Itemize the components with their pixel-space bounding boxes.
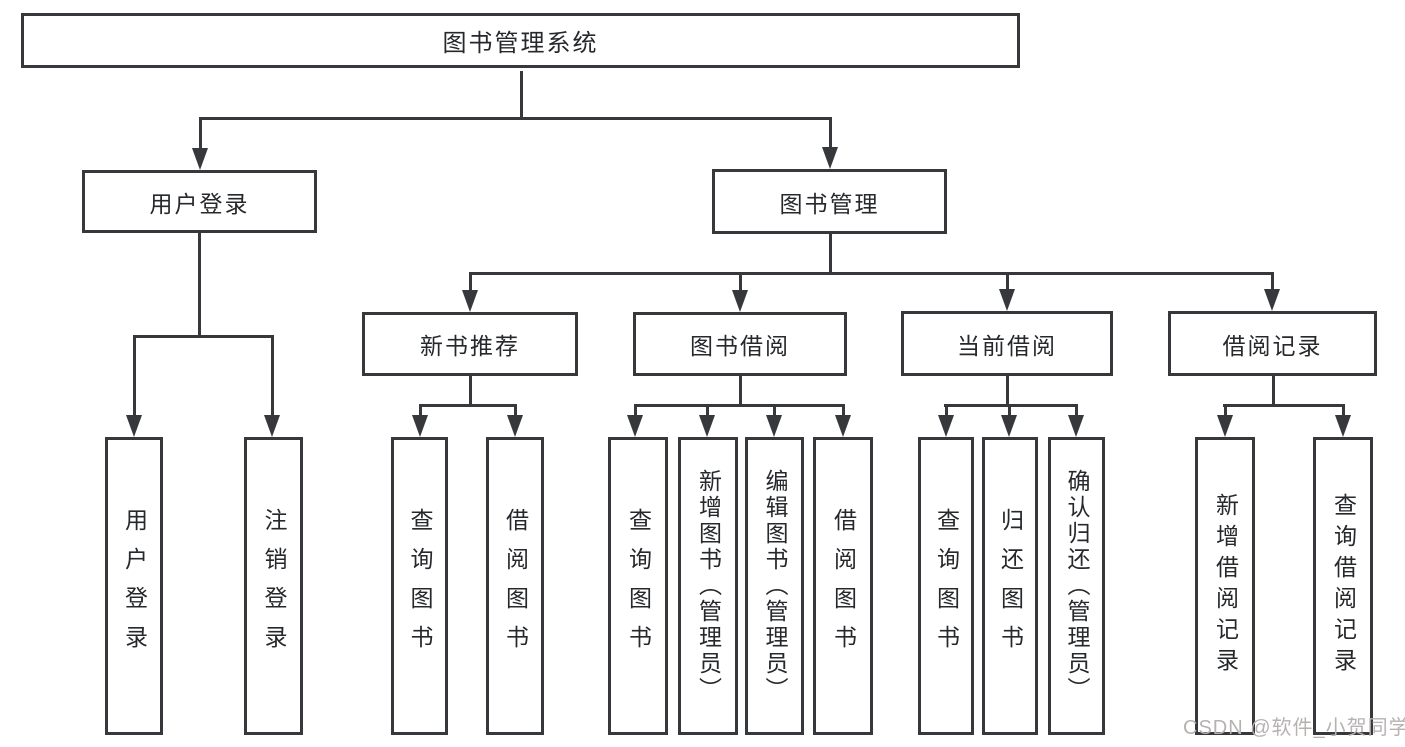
connector-drop-new-book bbox=[469, 272, 472, 292]
node-label: 新增借阅记录 bbox=[1212, 493, 1239, 679]
leaf-bb-borrow-books: 借阅图书 bbox=[813, 437, 873, 735]
node-root-library-management-system: 图书管理系统 bbox=[21, 13, 1020, 68]
connector-user-login-bar bbox=[133, 335, 274, 338]
node-label: 图书管理系统 bbox=[442, 30, 599, 57]
connector-drop-login-leaf bbox=[133, 335, 136, 417]
arrow-down-icon bbox=[192, 148, 208, 170]
node-label: 编辑图书（管理员） bbox=[762, 469, 788, 703]
connector-bb-bar bbox=[634, 404, 844, 407]
leaf-nbr-borrow-books: 借阅图书 bbox=[486, 437, 544, 735]
connector-nbr-bar bbox=[419, 404, 517, 407]
node-label: 当前借阅 bbox=[957, 332, 1057, 359]
node-label: 图书管理 bbox=[779, 190, 880, 217]
node-user-login: 用户登录 bbox=[82, 170, 317, 233]
connector-drop bbox=[634, 404, 637, 416]
arrow-down-icon bbox=[1217, 415, 1233, 437]
connector-book-mgmt-stem bbox=[829, 234, 832, 274]
connector-drop bbox=[1224, 404, 1227, 416]
leaf-cb-return-books: 归还图书 bbox=[982, 437, 1038, 735]
arrow-down-icon bbox=[732, 290, 748, 312]
leaf-bb-edit-books-admin: 编辑图书（管理员） bbox=[745, 437, 804, 735]
connector-drop bbox=[1008, 404, 1011, 416]
arrow-down-icon bbox=[699, 415, 715, 437]
arrow-down-icon bbox=[938, 415, 954, 437]
connector-book-mgmt-bar bbox=[469, 272, 1274, 275]
node-label: 查询图书 bbox=[933, 508, 960, 664]
arrow-down-icon bbox=[126, 415, 142, 437]
leaf-br-query-borrow-record: 查询借阅记录 bbox=[1313, 437, 1373, 735]
arrow-down-icon bbox=[822, 147, 838, 169]
arrow-down-icon bbox=[264, 415, 280, 437]
arrow-down-icon bbox=[507, 415, 523, 437]
node-label: 归还图书 bbox=[997, 508, 1024, 664]
arrow-down-icon bbox=[999, 289, 1015, 311]
node-label: 查询借阅记录 bbox=[1330, 493, 1357, 679]
connector-drop bbox=[706, 404, 709, 416]
connector-drop-book-management bbox=[829, 117, 832, 148]
connector-br-bar bbox=[1223, 404, 1345, 407]
node-label: 查询图书 bbox=[407, 508, 433, 664]
connector-drop bbox=[842, 404, 845, 416]
leaf-cb-confirm-return-admin: 确认归还（管理员） bbox=[1048, 437, 1105, 735]
leaf-cb-query-books: 查询图书 bbox=[918, 437, 974, 735]
arrow-down-icon bbox=[835, 415, 851, 437]
node-label: 用户登录 bbox=[121, 508, 148, 664]
arrow-down-icon bbox=[1001, 415, 1017, 437]
connector-drop bbox=[773, 404, 776, 416]
arrow-down-icon bbox=[462, 290, 478, 312]
connector-drop-user-login bbox=[199, 117, 202, 149]
connector-user-login-stem bbox=[198, 233, 201, 336]
leaf-user-login: 用户登录 bbox=[105, 437, 163, 735]
node-label: 用户登录 bbox=[149, 190, 250, 217]
connector-drop-book-borrow bbox=[739, 272, 742, 292]
node-new-book-recommendation: 新书推荐 bbox=[362, 312, 578, 376]
connector-bb-stem bbox=[739, 376, 742, 407]
node-label: 借阅图书 bbox=[830, 508, 857, 664]
node-book-management: 图书管理 bbox=[712, 169, 947, 234]
leaf-bb-query-books: 查询图书 bbox=[608, 437, 668, 735]
node-label: 新增图书（管理员） bbox=[695, 469, 722, 703]
node-label: 图书借阅 bbox=[690, 333, 790, 359]
connector-root-stem bbox=[520, 71, 523, 117]
connector-drop-logout-leaf bbox=[271, 335, 274, 417]
node-book-borrowing: 图书借阅 bbox=[633, 312, 847, 376]
arrow-down-icon bbox=[627, 415, 643, 437]
connector-drop bbox=[514, 404, 517, 416]
node-current-borrowing: 当前借阅 bbox=[901, 311, 1113, 376]
connector-drop bbox=[1342, 404, 1345, 416]
connector-root-bar bbox=[199, 117, 832, 120]
node-label: 查询图书 bbox=[625, 508, 652, 664]
leaf-bb-add-books-admin: 新增图书（管理员） bbox=[678, 437, 738, 735]
arrow-down-icon bbox=[1335, 415, 1351, 437]
connector-br-stem bbox=[1272, 376, 1275, 406]
connector-cb-stem bbox=[1006, 376, 1009, 406]
arrow-down-icon bbox=[412, 415, 428, 437]
node-label: 借阅图书 bbox=[502, 508, 529, 664]
connector-drop bbox=[419, 404, 422, 416]
csdn-watermark: CSDN @软件_小贺同学 bbox=[1183, 717, 1405, 739]
node-label: 新书推荐 bbox=[420, 333, 520, 359]
connector-drop-borrow-records bbox=[1271, 272, 1274, 291]
node-label: 借阅记录 bbox=[1222, 332, 1323, 359]
arrow-down-icon bbox=[1264, 289, 1280, 311]
leaf-nbr-query-books: 查询图书 bbox=[391, 437, 448, 735]
leaf-br-add-borrow-record: 新增借阅记录 bbox=[1195, 437, 1255, 735]
leaf-logout: 注销登录 bbox=[244, 437, 303, 735]
arrow-down-icon bbox=[766, 415, 782, 437]
connector-nbr-stem bbox=[469, 376, 472, 407]
connector-drop-current-borrow bbox=[1006, 272, 1009, 291]
connector-drop bbox=[1075, 404, 1078, 416]
node-label: 注销登录 bbox=[261, 508, 287, 664]
connector-drop bbox=[945, 404, 948, 416]
arrow-down-icon bbox=[1068, 415, 1084, 437]
node-label: 确认归还（管理员） bbox=[1064, 469, 1090, 703]
node-borrowing-records: 借阅记录 bbox=[1168, 311, 1377, 376]
